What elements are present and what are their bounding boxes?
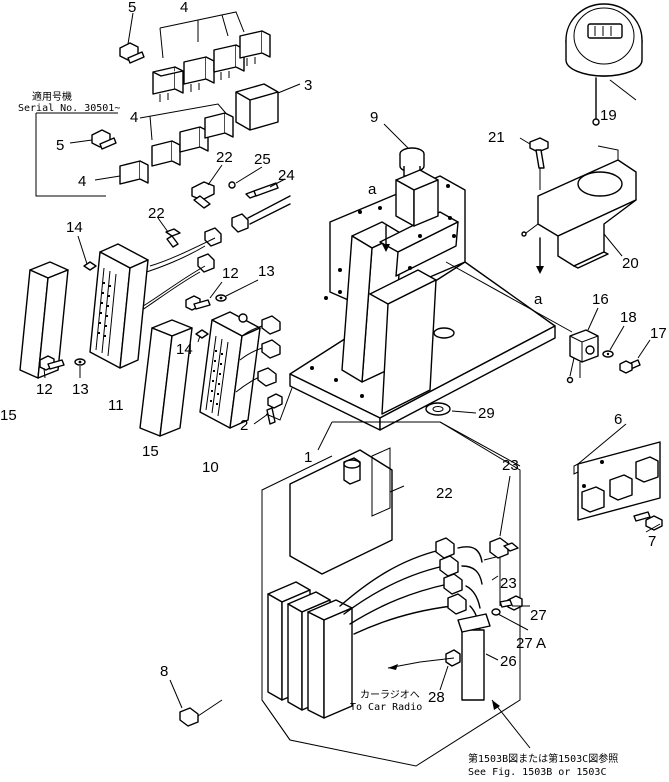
see-note-en: See Fig. 1503B or 1503C	[468, 767, 606, 778]
callout-12: 12	[222, 265, 239, 282]
reference-letter-a-top: a	[368, 181, 377, 198]
harness-detail-view	[169, 421, 531, 767]
callout-numbers: 5 4 3 4 5 4 22 25 24 22 14 12 13 14 12 1…	[0, 0, 667, 706]
callout-11: 11	[108, 397, 124, 414]
gauge-19	[565, 3, 643, 126]
callout-25: 25	[254, 151, 271, 168]
callout-4: 4	[130, 109, 138, 126]
callout-13: 13	[258, 263, 275, 280]
callout-22: 22	[148, 205, 165, 222]
callout-23: 23	[500, 575, 517, 592]
switch-9	[382, 123, 439, 252]
callout-26: 26	[500, 653, 517, 670]
callout-18: 18	[620, 309, 637, 326]
callout-10: 10	[202, 459, 219, 476]
callout-24: 24	[278, 167, 295, 184]
callout-15: 15	[142, 443, 159, 460]
callout-3: 3	[304, 77, 312, 94]
callout-1: 1	[304, 449, 312, 466]
callout-19: 19	[600, 107, 617, 124]
callout-4: 4	[180, 0, 188, 16]
callout-4: 4	[78, 173, 86, 190]
cover-15-left	[19, 261, 69, 379]
cover-15-center	[139, 319, 193, 437]
callout-15: 15	[0, 407, 17, 424]
callout-27a: 27 A	[516, 635, 546, 652]
mounting-panel-1	[265, 175, 556, 451]
clip-and-bolt-set	[135, 164, 291, 315]
see-note-jp: 第1503B図または第1503C図参照	[468, 752, 618, 765]
callout-28: 28	[428, 689, 445, 706]
relay-plate-6	[573, 423, 663, 533]
callout-14: 14	[176, 341, 193, 358]
callout-2: 2	[240, 417, 248, 434]
callout-5: 5	[56, 137, 64, 154]
relay-group-lower	[69, 103, 234, 185]
radio-note-en: To Car Radio	[350, 702, 422, 713]
callout-22: 22	[436, 485, 453, 502]
serial-note-jp: 適用号機	[32, 90, 72, 103]
callout-17: 17	[650, 325, 667, 342]
callout-23: 23	[502, 457, 519, 474]
bolt-washer-left	[39, 355, 86, 379]
callout-13: 13	[72, 381, 89, 398]
callout-21: 21	[488, 129, 505, 146]
relay-16	[445, 261, 651, 384]
serial-note-en: Serial No. 30501~	[18, 103, 120, 114]
reference-letter-a-bottom: a	[534, 291, 543, 308]
connector-block-10	[195, 311, 281, 429]
callout-8: 8	[160, 663, 168, 680]
bracket-20	[519, 137, 637, 274]
callout-20: 20	[622, 255, 639, 272]
callout-29: 29	[478, 405, 495, 422]
callout-5: 5	[128, 0, 136, 16]
relay-group-upper	[119, 11, 301, 131]
connector-block-11	[77, 235, 149, 369]
callout-9: 9	[370, 109, 378, 126]
callout-14: 14	[66, 219, 83, 236]
serial-note-frame: 適用号機 Serial No. 30501~	[18, 90, 120, 197]
callout-12: 12	[36, 381, 53, 398]
callout-22: 22	[216, 149, 233, 166]
callout-7: 7	[648, 533, 656, 550]
callout-6: 6	[614, 411, 622, 428]
radio-note-jp: カーラジオへ	[360, 689, 420, 701]
callout-16: 16	[592, 291, 609, 308]
callout-27: 27	[530, 607, 547, 624]
